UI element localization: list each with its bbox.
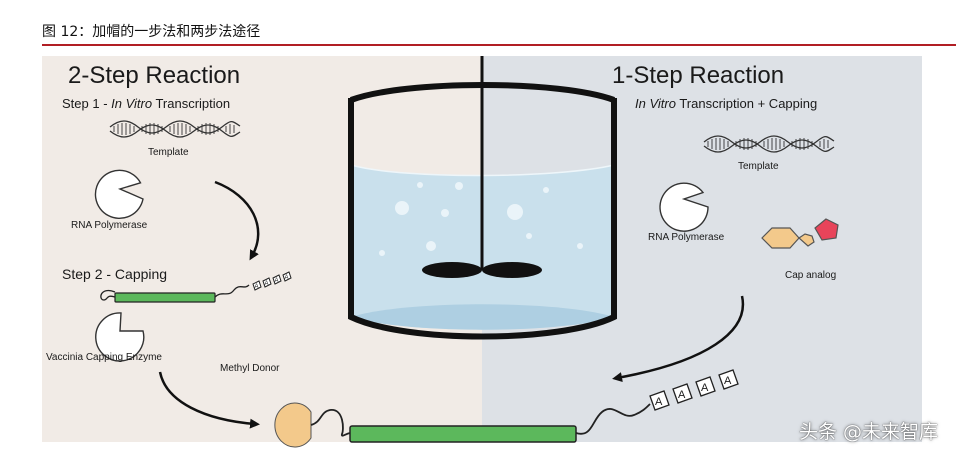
title-rule <box>42 44 956 46</box>
cap-icon <box>274 402 312 448</box>
step-arrow-icon <box>214 180 260 261</box>
poly-a-1: A <box>678 389 686 401</box>
small-poly-a-1: A <box>265 281 269 287</box>
polymerase-label-right: RNA Polymerase <box>648 232 725 243</box>
left-heading: 2-Step Reaction <box>68 62 240 89</box>
right-heading: 1-Step Reaction <box>612 62 784 89</box>
small-mrna-icon <box>100 284 250 303</box>
donor-label: Methyl Donor <box>220 363 280 374</box>
small-poly-a-tail: A A A A <box>252 271 292 291</box>
small-poly-a-3: A <box>285 275 289 281</box>
step1-label: Step 1 - In Vitro Transcription <box>62 96 230 111</box>
dna-template-icon <box>109 120 241 138</box>
figure-title: 图 12：加帽的一步法和两步法途径 <box>42 24 261 40</box>
poly-a-0: A <box>655 396 663 408</box>
cap-analog-icon <box>761 218 839 249</box>
enzyme-label: Vaccinia Capping Enzyme <box>46 352 162 363</box>
dna-template-icon <box>703 135 835 153</box>
capped-mrna <box>274 402 651 448</box>
poly-a-2: A <box>701 382 709 394</box>
mrna-body <box>349 425 577 443</box>
template-label-left: Template <box>148 147 189 158</box>
rna-polymerase-icon <box>659 182 709 232</box>
left-product-arrow-icon <box>158 371 260 429</box>
right-product-arrow-icon <box>612 295 745 383</box>
bioreactor-vessel <box>348 56 617 340</box>
capping-enzyme-icon <box>95 312 145 362</box>
rna-polymerase-icon <box>94 169 144 220</box>
step2-label: Step 2 - Capping <box>62 266 167 282</box>
template-label-right: Template <box>738 161 779 172</box>
poly-a-tail: A A A A <box>649 369 739 411</box>
cap-analog-label: Cap analog <box>785 270 836 281</box>
small-poly-a-0: A <box>255 284 259 290</box>
polymerase-label-left: RNA Polymerase <box>71 220 148 231</box>
small-poly-a-2: A <box>275 278 279 284</box>
watermark: 头条 @未来智库 <box>798 421 938 443</box>
poly-a-3: A <box>724 375 732 387</box>
right-subtitle: In Vitro Transcription + Capping <box>635 96 817 111</box>
